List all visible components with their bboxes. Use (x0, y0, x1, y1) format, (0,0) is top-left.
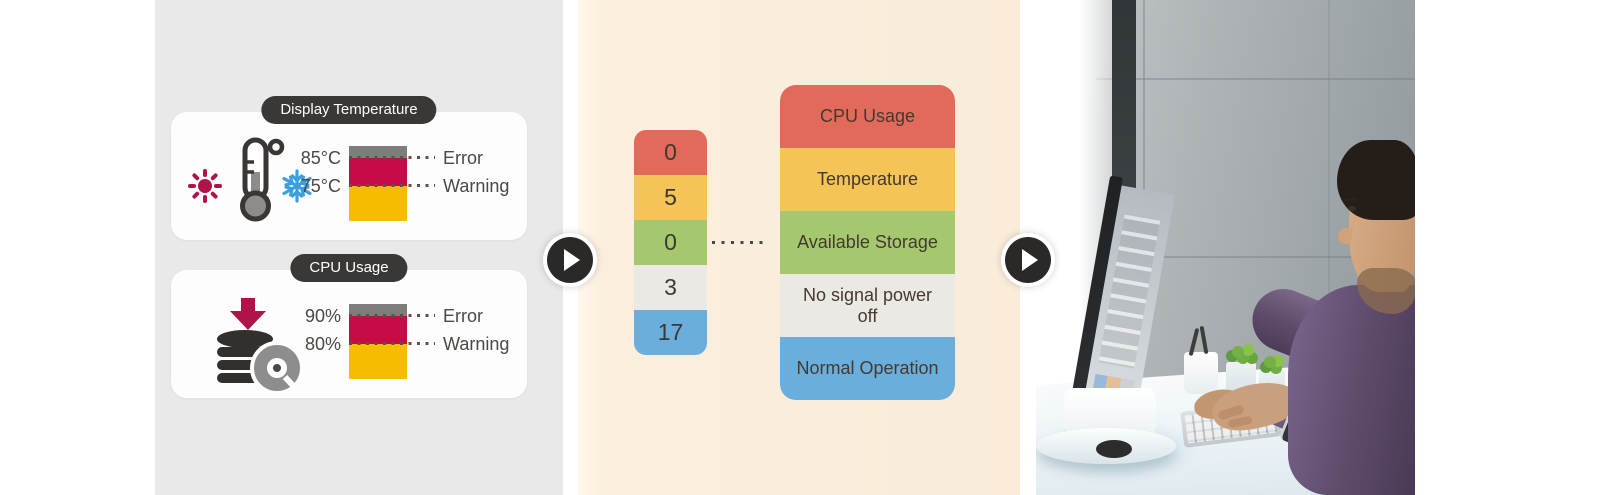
play-icon (547, 237, 593, 283)
bar-segment-error-zone (349, 316, 407, 344)
threshold-bar (349, 304, 407, 379)
thermometer-icon (229, 136, 287, 229)
pen-holder (1184, 352, 1218, 394)
play-icon (1005, 237, 1051, 283)
person-eye (1348, 206, 1356, 211)
threshold-label-warning: Warning (443, 176, 510, 196)
person-beard (1357, 268, 1415, 314)
legend-no-signal: No signal power off (780, 274, 955, 337)
warning-dotted-line (349, 342, 435, 345)
bar-segment-above-error (349, 304, 407, 316)
wall-seam (1096, 78, 1415, 80)
bar-segment-warning-zone (349, 186, 407, 221)
person-nose (1336, 227, 1354, 245)
threshold-bar (349, 146, 407, 221)
storage-usage-chart-icon (201, 296, 305, 401)
legend-temperature: Temperature (780, 148, 955, 211)
wall-seam (1328, 0, 1330, 495)
legend-available-storage: Available Storage (780, 211, 955, 274)
status-legend-stack: CPU Usage Temperature Available Storage … (780, 85, 955, 400)
photo-man-working (1036, 0, 1415, 495)
legend-normal-operation: Normal Operation (780, 337, 955, 400)
threshold-value-warning: 80% (304, 334, 341, 354)
error-dotted-line (349, 156, 435, 159)
threshold-label-error: Error (443, 306, 483, 326)
wall-seam (1143, 0, 1145, 258)
bar-segment-above-error (349, 146, 407, 158)
status-board-panel: 0 5 0 3 17 CPU Usage Temperature Availab… (578, 0, 1020, 495)
connector-dotted-line (712, 241, 764, 244)
error-dotted-line (349, 314, 435, 317)
count-no-signal: 3 (634, 265, 707, 310)
threshold-label-error: Error (443, 148, 483, 168)
play-triangle (1022, 249, 1038, 271)
status-count-stack: 0 5 0 3 17 (634, 130, 707, 355)
count-normal-operation: 17 (634, 310, 707, 355)
warning-dotted-line (349, 184, 435, 187)
plant-leaves (1232, 346, 1244, 358)
person-torso (1288, 285, 1415, 495)
threshold-value-error: 85°C (300, 148, 341, 168)
card-title-pill: CPU Usage (290, 254, 408, 282)
count-available-storage: 0 (634, 220, 707, 265)
play-triangle (564, 249, 580, 271)
wall-seam (1096, 256, 1415, 258)
person-head (1336, 140, 1415, 314)
card-title-pill: Display Temperature (261, 96, 437, 124)
legend-cpu-usage: CPU Usage (780, 85, 955, 148)
threshold-value-warning: 75°C (300, 176, 341, 196)
play-button-1[interactable] (543, 233, 597, 287)
sun-icon (187, 168, 223, 209)
bar-segment-warning-zone (349, 344, 407, 379)
threshold-value-error: 90% (304, 306, 341, 326)
cpu-usage-card: CPU Usage 90% 8 (171, 254, 527, 398)
play-button-2[interactable] (1001, 233, 1055, 287)
threshold-label-warning: Warning (443, 334, 510, 354)
temperature-icon-zone (183, 130, 319, 230)
plant-leaves (1264, 356, 1276, 368)
count-temperature: 5 (634, 175, 707, 220)
monitor-cable-hub (1096, 440, 1132, 458)
cpu-icon-zone (183, 288, 319, 395)
bar-segment-error-zone (349, 158, 407, 186)
thresholds-panel: Display Temperature (155, 0, 563, 495)
display-temperature-card: Display Temperature (171, 96, 527, 240)
count-cpu-usage: 0 (634, 130, 707, 175)
